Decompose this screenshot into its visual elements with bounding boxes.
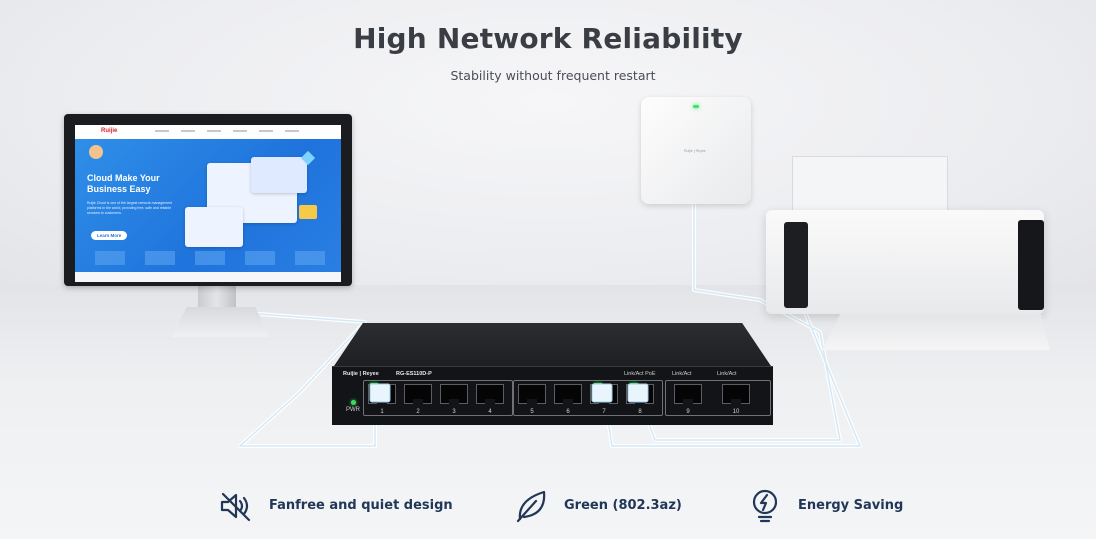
screen-hero: Cloud Make Your Business Easy Ruijie Clo…: [75, 139, 341, 272]
screen-navbar: Ruijie: [75, 125, 341, 139]
monitor: Ruijie Cloud Make Your Business Easy Rui…: [64, 114, 352, 286]
ethernet-port[interactable]: [440, 384, 468, 404]
energy-bolt-icon: [752, 489, 778, 523]
printer-tray: [822, 314, 1050, 350]
ethernet-port[interactable]: [476, 384, 504, 404]
switch-link-label-9: Link/Act: [672, 371, 692, 377]
port-number: 9: [686, 409, 690, 415]
screen-feature-row: [95, 251, 325, 265]
power-label: PWR: [346, 407, 360, 413]
port-number: 8: [638, 409, 642, 415]
port-number: 2: [416, 409, 420, 415]
printer-side-panel: [1018, 220, 1044, 310]
port-number: 4: [488, 409, 492, 415]
printer-side-panel: [784, 222, 808, 308]
port-number: 7: [602, 409, 606, 415]
ap-brand: Ruijie | Reyee: [684, 149, 706, 153]
port-number: 10: [732, 409, 740, 415]
monitor-neck: [198, 283, 236, 309]
screen-learn-more-button: Learn More: [91, 231, 128, 240]
leaf-icon: [516, 490, 546, 523]
switch-brand: Ruijie | Reyee: [343, 371, 379, 377]
port-group-5-8: [513, 380, 663, 416]
switch-model: RG-ES110D-P: [396, 371, 432, 377]
port-number: 5: [530, 409, 534, 415]
avatar: [89, 145, 103, 159]
printer: [766, 210, 1044, 314]
feature-label: Fanfree and quiet design: [269, 498, 453, 513]
port-number: 1: [380, 409, 384, 415]
screen-illustration-card: [185, 207, 243, 247]
monitor-stand: [172, 307, 270, 337]
folder-icon: [299, 205, 317, 219]
port-group-1-4: [363, 380, 513, 416]
fan-off-icon: [220, 492, 251, 522]
feature-list: Fanfree and quiet design Green (802.3az)…: [0, 484, 1096, 530]
screen-hero-title: Cloud Make Your Business Easy: [87, 173, 160, 194]
monitor-screen: Ruijie Cloud Make Your Business Easy Rui…: [75, 125, 341, 282]
power-led: [351, 400, 356, 405]
ethernet-port[interactable]: [674, 384, 702, 404]
switch-link-poe-label: Link/Act PoE: [624, 371, 656, 377]
switch-link-label-10: Link/Act: [717, 371, 737, 377]
switch-top: [332, 323, 773, 369]
ethernet-port[interactable]: [554, 384, 582, 404]
access-point: Ruijie | Reyee: [641, 97, 751, 204]
screen-nav-links: [155, 130, 305, 132]
screen-hero-text: Ruijie Cloud is one of the largest netwo…: [87, 201, 173, 215]
feature-label: Energy Saving: [798, 498, 904, 513]
screen-illustration-card: [251, 157, 307, 193]
port-number: 3: [452, 409, 456, 415]
screen-footer: [75, 272, 341, 282]
page-subtitle: Stability without frequent restart: [450, 68, 656, 83]
page-title: High Network Reliability: [353, 22, 743, 55]
ethernet-port[interactable]: [404, 384, 432, 404]
feature-label: Green (802.3az): [564, 498, 682, 513]
ethernet-port[interactable]: [518, 384, 546, 404]
port-group-9-10: [665, 380, 771, 416]
ethernet-port[interactable]: [722, 384, 750, 404]
port-number: 6: [566, 409, 570, 415]
ap-status-led: [693, 105, 699, 108]
printer-paper-stack: [792, 156, 948, 219]
screen-logo: Ruijie: [101, 128, 118, 134]
